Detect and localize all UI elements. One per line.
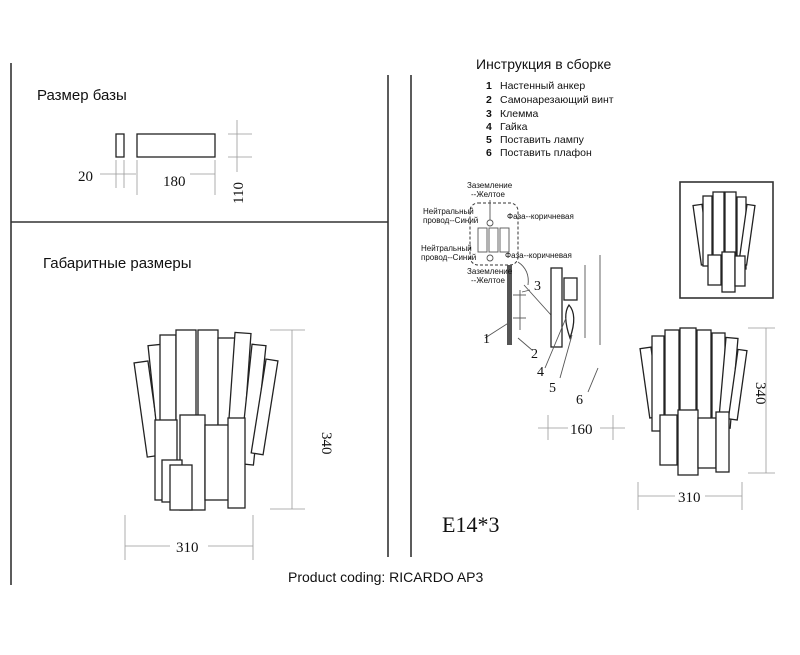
base-height-label: 110 — [231, 182, 247, 204]
ground-top-label: --Желтое — [471, 190, 505, 199]
wiring-labels: Заземление --Желтое Нейтральный провод--… — [421, 181, 574, 285]
overall-width-label: 310 — [176, 540, 199, 556]
side-depth-dimension — [538, 415, 625, 440]
wiring-diagram — [469, 200, 601, 393]
side-depth-label: 160 — [570, 422, 593, 438]
neutral-bottom-label: Нейтральный — [421, 244, 472, 253]
callout-6: 6 — [576, 393, 583, 408]
assembly-steps-list: 1 Настенный анкер 2 Самонарезающий винт … — [486, 80, 614, 159]
ground-top-label: Заземление — [467, 181, 513, 190]
step-number: 1 — [486, 80, 492, 92]
assembly-title: Инструкция в сборке — [476, 56, 611, 72]
step-label: Гайка — [500, 121, 528, 133]
step-number: 5 — [486, 134, 492, 146]
neutral-top-label: провод--Синий — [423, 216, 478, 225]
base-depth-label: 20 — [78, 169, 93, 185]
lamp-spec: E14*3 — [442, 512, 499, 537]
chandelier-front-drawing — [124, 329, 305, 560]
overall-size-title: Габаритные размеры — [43, 255, 192, 272]
step-number: 3 — [486, 108, 492, 120]
side-height-label: 340 — [752, 382, 768, 405]
callout-3: 3 — [534, 279, 541, 294]
phase-top-label: Фаза--коричневая — [507, 212, 574, 221]
step-label: Поставить плафон — [500, 147, 592, 159]
callout-5: 5 — [549, 381, 556, 396]
base-size-title: Размер базы — [37, 87, 127, 104]
callout-1: 1 — [483, 332, 490, 347]
chandelier-right-drawing — [637, 327, 775, 510]
base-plate-drawing — [100, 120, 252, 195]
base-width-label: 180 — [163, 174, 186, 190]
ground-bottom-label: Заземление — [467, 267, 513, 276]
neutral-bottom-label: провод--Синий — [421, 253, 476, 262]
overall-height-label: 340 — [318, 432, 334, 455]
callout-2: 2 — [531, 347, 538, 362]
ground-bottom-label: --Желтое — [471, 276, 505, 285]
step-label: Клемма — [500, 108, 539, 120]
thumbnail-view — [679, 181, 774, 299]
frame-lines — [10, 63, 412, 585]
step-number: 4 — [486, 121, 492, 133]
phase-bottom-label: Фаза--коричневая — [505, 251, 572, 260]
step-number: 2 — [486, 94, 492, 106]
neutral-top-label: Нейтральный — [423, 207, 474, 216]
step-label: Поставить лампу — [500, 134, 585, 146]
side-width-label: 310 — [678, 490, 701, 506]
step-number: 6 — [486, 147, 492, 159]
callout-4: 4 — [537, 365, 544, 380]
product-coding: Product coding: RICARDO AP3 — [288, 569, 484, 585]
step-label: Настенный анкер — [500, 80, 585, 92]
step-label: Самонарезающий винт — [500, 94, 614, 106]
assembly-callouts: 1 2 3 4 5 6 — [483, 279, 583, 408]
